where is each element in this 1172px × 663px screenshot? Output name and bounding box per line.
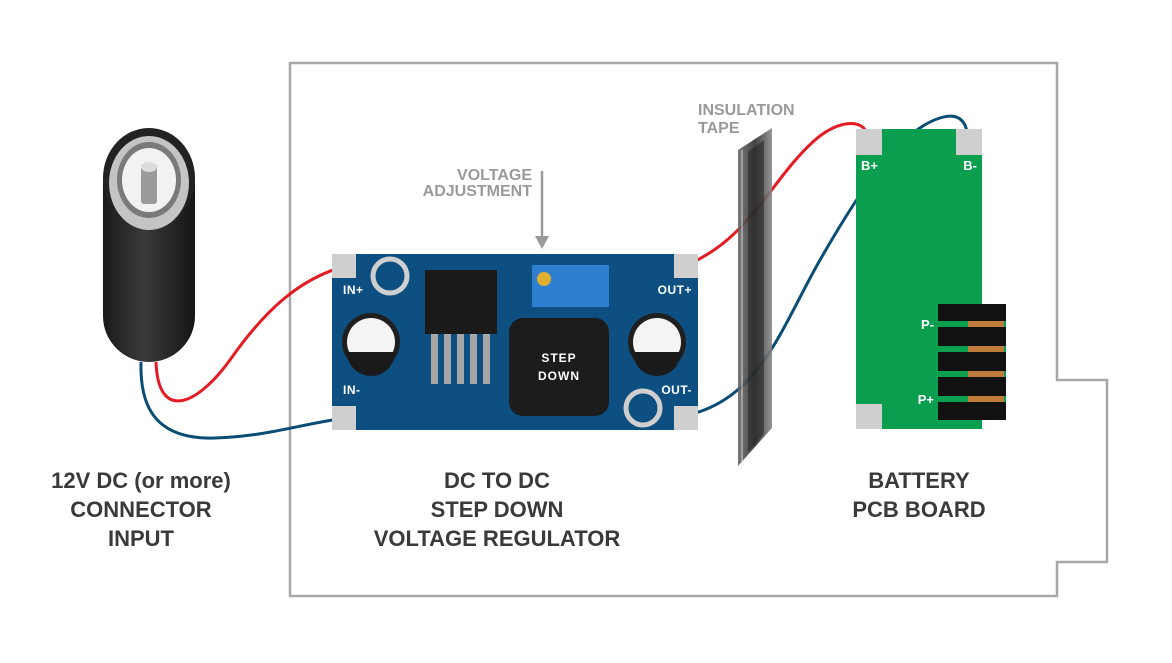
- svg-text:INPUT: INPUT: [108, 526, 175, 551]
- chip-label-line2: DOWN: [538, 369, 580, 383]
- regulator-ic-icon: [425, 270, 497, 384]
- wire-connector-to-in-plus: [154, 264, 347, 403]
- enclosure-outline: [288, 61, 1109, 598]
- output-capacitor-icon: [628, 313, 686, 376]
- wire-out-plus-to-b-plus: [683, 122, 870, 268]
- pin-out-plus-label: OUT+: [658, 283, 692, 297]
- chip-label-line1: STEP: [541, 351, 576, 365]
- svg-text:BATTERY: BATTERY: [868, 468, 970, 493]
- battery-protection-board-icon: B+ B- P- P+: [856, 129, 1006, 429]
- svg-text:STEP DOWN: STEP DOWN: [431, 497, 564, 522]
- svg-text:PCB BOARD: PCB BOARD: [852, 497, 985, 522]
- insulation-tape-label-line2: TAPE: [698, 120, 740, 137]
- voltage-adjustment-label-line2: ADJUSTMENT: [423, 183, 533, 200]
- pin-p-plus-label: P+: [918, 392, 935, 407]
- trimmer-potentiometer-icon[interactable]: [532, 265, 609, 307]
- pin-b-plus-label: B+: [861, 158, 878, 173]
- svg-text:CONNECTOR: CONNECTOR: [70, 497, 211, 522]
- pin-in-minus-label: IN-: [343, 383, 361, 397]
- arrow-down-icon: [535, 171, 549, 249]
- dc-barrel-jack-icon: [103, 128, 195, 362]
- wire-connector-to-in-minus: [139, 361, 347, 440]
- svg-text:VOLTAGE REGULATOR: VOLTAGE REGULATOR: [374, 526, 621, 551]
- input-capacitor-icon: [342, 313, 400, 376]
- pin-out-minus-label: OUT-: [661, 383, 692, 397]
- connector-caption: 12V DC (or more) CONNECTOR INPUT: [51, 468, 231, 551]
- voltage-adjustment-label-line1: VOLTAGE: [457, 167, 532, 184]
- insulation-tape-label-line1: INSULATION: [698, 102, 795, 119]
- regulator-caption: DC TO DC STEP DOWN VOLTAGE REGULATOR: [374, 468, 621, 551]
- inductor-icon: [509, 318, 609, 416]
- pin-b-minus-label: B-: [963, 158, 977, 173]
- insulation-tape-icon: [738, 128, 772, 466]
- pin-in-plus-label: IN+: [343, 283, 364, 297]
- svg-text:12V DC (or more): 12V DC (or more): [51, 468, 231, 493]
- pin-p-minus-label: P-: [921, 317, 934, 332]
- svg-text:DC TO DC: DC TO DC: [444, 468, 550, 493]
- battery-caption: BATTERY PCB BOARD: [852, 468, 985, 522]
- step-down-module-icon: STEP DOWN IN+ IN- OUT+ OUT-: [332, 254, 698, 430]
